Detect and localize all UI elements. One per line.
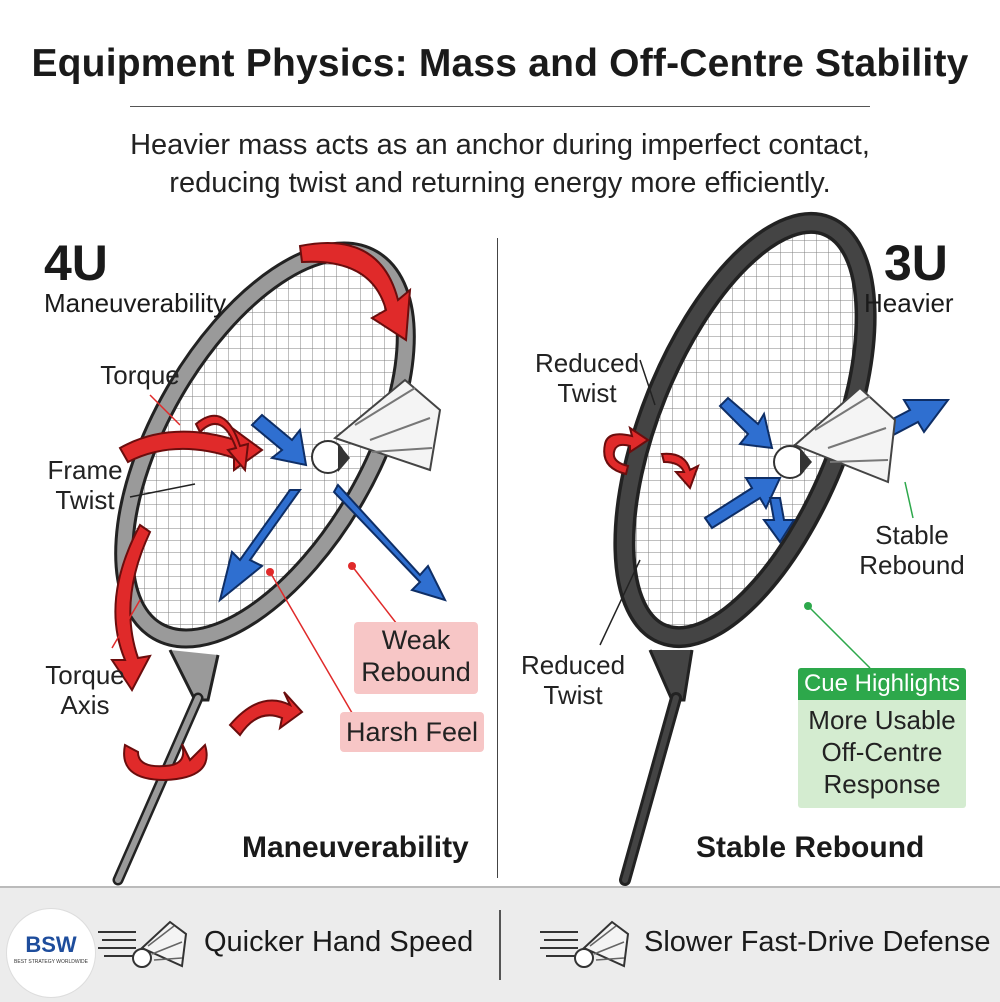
shuttlecock-icon: [98, 920, 188, 968]
footer-divider: [499, 910, 501, 980]
label-stable-rebound-line-1: Stable: [875, 520, 949, 550]
footer-right-text: Slower Fast-Drive Defense: [644, 926, 991, 958]
label-reduced-twist-top-line-2: Twist: [557, 378, 617, 408]
shuttlecock-left: [311, 378, 442, 474]
weak-rebound-line-2: Rebound: [361, 657, 471, 687]
cue-line-3: Response: [823, 769, 941, 799]
bottom-label-right: Stable Rebound: [696, 831, 925, 864]
label-stable-rebound-line-2: Rebound: [859, 550, 965, 580]
trait-3u: Heavier: [864, 288, 954, 318]
label-torque-axis-line-2: Axis: [60, 690, 110, 720]
label-stable-rebound: Stable Rebound: [852, 520, 972, 580]
subtitle: Heavier mass acts as an anchor during im…: [0, 126, 1000, 202]
footer-bar: BSW BEST STRATEGY WORLDWIDE Quicker Hand…: [0, 886, 1000, 1002]
page-title: Equipment Physics: Mass and Off-Centre S…: [31, 42, 969, 85]
subtitle-line-1: Heavier mass acts as an anchor during im…: [130, 129, 870, 161]
shuttlecock-icon: [540, 920, 630, 968]
label-reduced-twist-bottom-line-2: Twist: [543, 680, 603, 710]
label-reduced-twist-top: Reduced Twist: [528, 348, 646, 408]
weak-rebound-line-1: Weak: [381, 625, 451, 655]
logo-text: BSW: [25, 932, 77, 957]
torque-arrows-left: [110, 242, 412, 782]
label-reduced-twist-bottom: Reduced Twist: [514, 650, 632, 710]
cue-line-2: Off-Centre: [821, 737, 943, 767]
label-torque-axis-line-1: Torque: [45, 660, 125, 690]
shuttlecock-right: [773, 386, 897, 484]
bottom-label-left: Maneuverability: [242, 831, 469, 864]
cue-highlights-header: Cue Highlights: [798, 668, 966, 700]
cue-highlights-body: More Usable Off-Centre Response: [798, 700, 966, 800]
panel-divider: [497, 238, 498, 878]
footer-left-text: Quicker Hand Speed: [204, 926, 474, 958]
subtitle-line-2: reducing twist and returning energy more…: [169, 167, 831, 199]
harsh-feel-callout: Harsh Feel: [340, 712, 484, 752]
weak-rebound-callout: Weak Rebound: [354, 622, 478, 694]
twist-arrows-right: [603, 425, 700, 490]
label-reduced-twist-bottom-line-1: Reduced: [520, 650, 626, 680]
cue-highlights-callout: Cue Highlights More Usable Off-Centre Re…: [798, 668, 966, 808]
weight-4u: 4U: [44, 235, 108, 291]
impact-arrows-left: [218, 413, 447, 603]
label-reduced-twist-top-line-1: Reduced: [534, 348, 640, 378]
pointer-lines-right: [599, 359, 914, 669]
bsw-logo: BSW BEST STRATEGY WORLDWIDE: [6, 908, 96, 998]
weight-3u: 3U: [884, 235, 948, 291]
cue-line-1: More Usable: [808, 705, 956, 735]
label-frame-twist-line-1: Frame: [47, 455, 123, 485]
pointer-lines-left: [111, 394, 401, 719]
label-torque-axis: Torque Axis: [30, 660, 140, 720]
trait-4u: Maneuverability: [44, 288, 227, 318]
title-divider: [130, 106, 870, 107]
label-frame-twist-line-2: Twist: [55, 485, 115, 515]
logo-subtext: BEST STRATEGY WORLDWIDE: [14, 959, 88, 965]
label-torque: Torque: [100, 360, 180, 390]
label-frame-twist: Frame Twist: [30, 455, 140, 515]
